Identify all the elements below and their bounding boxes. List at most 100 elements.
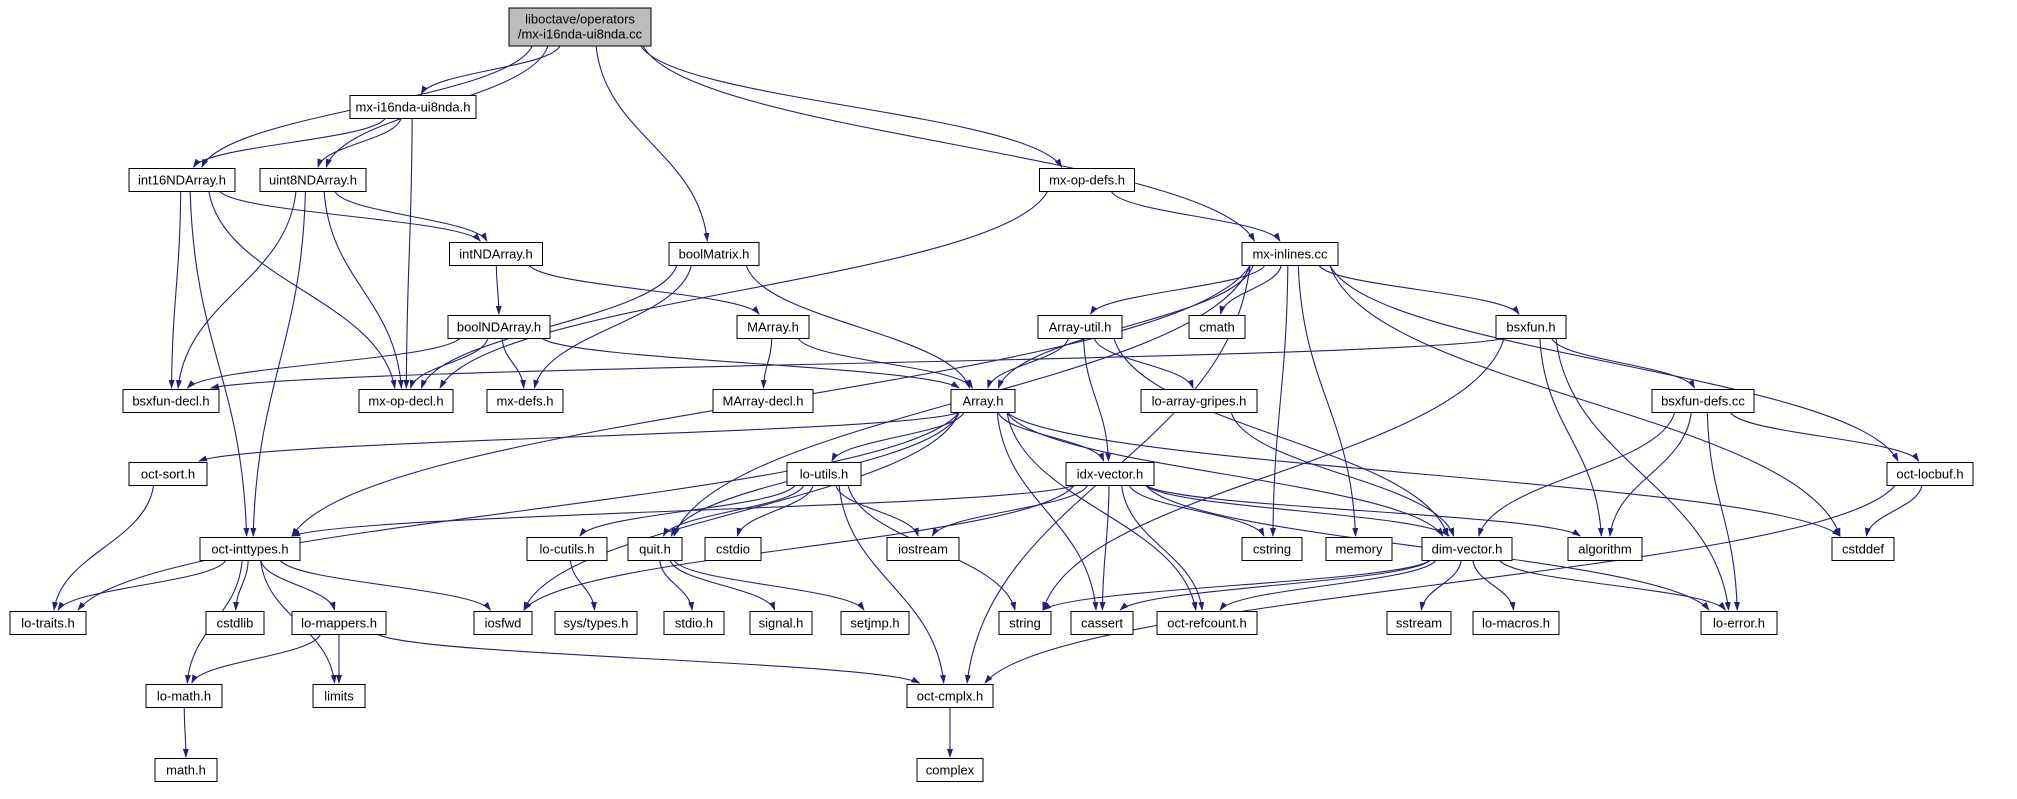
node-lo-traits-h[interactable]: lo-traits.h xyxy=(9,611,87,635)
node-oct-locbuf-h[interactable]: oct-locbuf.h xyxy=(1886,462,1974,486)
edge-lo-mappers-h-to-oct-cmplx-h xyxy=(377,634,921,684)
node-lo-macros-h[interactable]: lo-macros.h xyxy=(1472,611,1560,635)
node-box xyxy=(1567,537,1643,561)
node-uint8ndarray-h[interactable]: uint8NDArray.h xyxy=(259,168,367,192)
node-cassert[interactable]: cassert xyxy=(1070,611,1134,635)
node-box xyxy=(1156,611,1258,635)
edge-dim-vector-h-to-string xyxy=(1042,560,1431,611)
node-box xyxy=(1140,389,1258,413)
node-label: lo-macros.h xyxy=(1482,616,1550,631)
edge-idx-vector-h-to-cassert xyxy=(1099,485,1110,611)
node-complex[interactable]: complex xyxy=(916,758,984,782)
node-marray-decl-h[interactable]: MArray-decl.h xyxy=(712,389,814,413)
edge-mx-inlines-cc-to-bsxfun-h xyxy=(1318,265,1520,315)
node-mx-op-defs-h[interactable]: mx-op-defs.h xyxy=(1039,168,1135,192)
node-box xyxy=(349,95,477,119)
edge-bsxfun-defs-cc-to-dim-vector-h xyxy=(1478,412,1676,537)
node-bsxfun-h[interactable]: bsxfun.h xyxy=(1495,315,1567,339)
node-cstddef[interactable]: cstddef xyxy=(1831,537,1895,561)
node-iostream[interactable]: iostream xyxy=(886,537,960,561)
node-label: mx-op-defs.h xyxy=(1049,173,1125,188)
node-label: sys/types.h xyxy=(563,616,628,631)
node-sstream[interactable]: sstream xyxy=(1386,611,1452,635)
node-mx-op-decl-h[interactable]: mx-op-decl.h xyxy=(358,389,454,413)
node-mx-inlines-cc[interactable]: mx-inlines.cc xyxy=(1241,242,1339,266)
node-label: int16NDArray.h xyxy=(138,173,226,188)
edge-dim-vector-h-to-cassert xyxy=(1119,560,1431,611)
node-limits[interactable]: limits xyxy=(312,684,366,708)
node-lo-cutils-h[interactable]: lo-cutils.h xyxy=(526,537,608,561)
node-label: oct-locbuf.h xyxy=(1896,467,1963,482)
node-memory[interactable]: memory xyxy=(1325,537,1393,561)
node-quit-h[interactable]: quit.h xyxy=(627,537,683,561)
node-label: MArray.h xyxy=(747,320,799,335)
node-box xyxy=(668,242,760,266)
node-cstdio[interactable]: cstdio xyxy=(704,537,762,561)
node-bsxfun-decl-h[interactable]: bsxfun-decl.h xyxy=(122,389,220,413)
node-int16ndarray-h[interactable]: int16NDArray.h xyxy=(128,168,236,192)
node-intndarray-h[interactable]: intNDArray.h xyxy=(449,242,543,266)
node-signal-h[interactable]: signal.h xyxy=(749,611,813,635)
node-label: lo-array-gripes.h xyxy=(1152,394,1247,409)
node-label: mx-defs.h xyxy=(496,394,553,409)
node-lo-array-gripes-h[interactable]: lo-array-gripes.h xyxy=(1140,389,1258,413)
node-box xyxy=(1188,315,1246,339)
node-stdio-h[interactable]: stdio.h xyxy=(663,611,725,635)
node-oct-cmplx-h[interactable]: oct-cmplx.h xyxy=(906,684,994,708)
node-box xyxy=(526,537,608,561)
node-dim-vector-h[interactable]: dim-vector.h xyxy=(1421,537,1513,561)
edge-uint8ndarray-h-to-oct-inttypes-h xyxy=(250,191,306,537)
node-box xyxy=(447,315,551,339)
node-oct-sort-h[interactable]: oct-sort.h xyxy=(128,462,208,486)
node-array-h[interactable]: Array.h xyxy=(950,389,1016,413)
node-box xyxy=(1421,537,1513,561)
node-lo-utils-h[interactable]: lo-utils.h xyxy=(786,462,862,486)
node-sys-types-h[interactable]: sys/types.h xyxy=(554,611,638,635)
node-mx-i16nda-ui8nda-cc[interactable]: liboctave/operators/mx-i16nda-ui8nda.cc xyxy=(508,7,652,47)
node-idx-vector-h[interactable]: idx-vector.h xyxy=(1065,462,1155,486)
node-cstring[interactable]: cstring xyxy=(1241,537,1303,561)
nodes-layer: liboctave/operators/mx-i16nda-ui8nda.cc m… xyxy=(9,7,1974,782)
node-algorithm[interactable]: algorithm xyxy=(1567,537,1643,561)
edge-array-util-h-to-idx-vector-h xyxy=(1083,338,1112,462)
node-setjmp-h[interactable]: setjmp.h xyxy=(840,611,910,635)
node-oct-refcount-h[interactable]: oct-refcount.h xyxy=(1156,611,1258,635)
node-label: oct-refcount.h xyxy=(1167,616,1247,631)
node-array-util-h[interactable]: Array-util.h xyxy=(1037,315,1123,339)
node-iosfwd[interactable]: iosfwd xyxy=(473,611,533,635)
node-lo-mappers-h[interactable]: lo-mappers.h xyxy=(291,611,387,635)
node-mx-defs-h[interactable]: mx-defs.h xyxy=(486,389,564,413)
node-label: lo-error.h xyxy=(1713,616,1765,631)
edge-dim-vector-h-to-oct-refcount-h xyxy=(1219,560,1437,611)
edge-uint8ndarray-h-to-mx-op-decl-h xyxy=(323,191,404,389)
node-math-h[interactable]: math.h xyxy=(154,758,218,782)
node-cstdlib[interactable]: cstdlib xyxy=(205,611,265,635)
node-box xyxy=(840,611,910,635)
edge-array-h-to-cassert xyxy=(996,412,1099,611)
node-bsxfun-defs-cc[interactable]: bsxfun-defs.cc xyxy=(1651,389,1755,413)
node-marray-h[interactable]: MArray.h xyxy=(736,315,810,339)
edge-quit-h-to-stdio-h xyxy=(659,560,695,611)
node-oct-inttypes-h[interactable]: oct-inttypes.h xyxy=(199,537,301,561)
node-boolndarray-h[interactable]: boolNDArray.h xyxy=(447,315,551,339)
node-box xyxy=(554,611,638,635)
node-boolmatrix-h[interactable]: boolMatrix.h xyxy=(668,242,760,266)
edge-lo-utils-h-to-quit-h xyxy=(662,485,805,537)
node-label: lo-math.h xyxy=(157,689,211,704)
node-lo-error-h[interactable]: lo-error.h xyxy=(1700,611,1778,635)
edge-boolndarray-h-to-bsxfun-decl-h xyxy=(186,338,461,389)
node-label: complex xyxy=(926,763,975,778)
node-string[interactable]: string xyxy=(998,611,1052,635)
edge-oct-inttypes-h-to-lo-mappers-h xyxy=(260,560,336,611)
node-lo-math-h[interactable]: lo-math.h xyxy=(145,684,223,708)
node-box xyxy=(205,611,265,635)
edge-oct-inttypes-h-to-lo-traits-h xyxy=(57,560,227,611)
node-box xyxy=(1386,611,1452,635)
node-cmath[interactable]: cmath xyxy=(1188,315,1246,339)
node-box xyxy=(259,168,367,192)
node-mx-i16nda-ui8nda-h[interactable]: mx-i16nda-ui8nda.h xyxy=(349,95,477,119)
node-box xyxy=(704,537,762,561)
node-label: lo-cutils.h xyxy=(540,542,595,557)
node-box xyxy=(1495,315,1567,339)
